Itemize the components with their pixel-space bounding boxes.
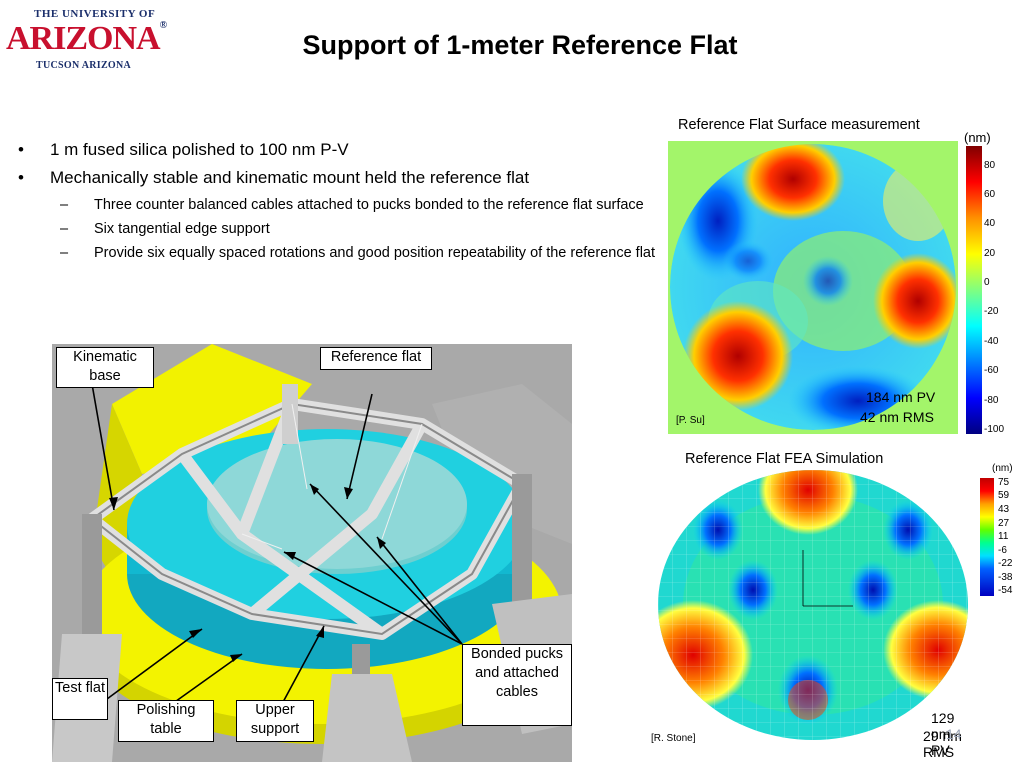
logo-top-line: THE UNIVERSITY OF [34,8,156,20]
slide-title: Support of 1-meter Reference Flat [302,30,738,60]
fea-colorbar-tick: 43 [998,504,1010,515]
surface-colorbar-tick: -80 [984,395,999,406]
kinematic-base-label: Kinematic base [56,347,154,388]
logo-bottom-line: TUCSON ARIZONA [36,60,132,71]
fea-colorbar-tick: -6 [998,545,1007,556]
surface-colorbar-tick: 80 [984,160,996,171]
bullet-item: 1 m fused silica polished to 100 nm P-V [14,140,664,160]
logo-wordmark: ARIZONA® [6,20,167,57]
surface-colorbar-tick: -20 [984,306,999,317]
fea-colorbar-tick: 27 [998,518,1010,529]
bullet-item: Mechanically stable and kinematic mount … [14,168,664,188]
surface-measurement-caption: Reference Flat Surface measurement [678,117,920,133]
upper-support-label: Upper support [236,700,314,742]
surface-measurement-map: 184 nm PV 42 nm RMS [P. Su] [668,141,958,434]
surface-pv-value: 184 nm PV [866,389,936,405]
sub-bullet-item: Three counter balanced cables attached t… [14,196,664,214]
surface-colorbar-tick: -100 [984,424,1005,435]
fea-colorbar-tick: 59 [998,490,1010,501]
fea-pv-value: 129 nm PV [931,710,955,758]
surface-colorbar-tick: 40 [984,218,996,229]
surface-rms-value: 42 nm RMS [860,409,934,425]
surface-colorbar-tick: 0 [984,277,990,288]
fea-colorbar [980,478,994,596]
surface-map-graphic [670,144,956,430]
university-logo: THE UNIVERSITY OF ARIZONA® TUCSON ARIZON… [4,4,167,71]
fea-map-graphic [658,470,968,740]
reference-flat-label: Reference flat [320,347,432,370]
surface-colorbar-tick: -40 [984,336,999,347]
kinematic-mount-figure: Kinematic base Reference flat Bonded puc… [52,344,572,762]
page-number: 14 [946,726,962,742]
sub-bullet-item: Provide six equally spaced rotations and… [14,244,664,262]
fea-colorbar-tick: -22 [998,558,1013,569]
fea-colorbar-tick: 11 [998,531,1009,542]
fea-caption: Reference Flat FEA Simulation [685,451,884,467]
sub-bullet-item: Six tangential edge support [14,220,664,238]
polishing-table-label: Polishing table [118,700,214,742]
fea-credit: [R. Stone] [651,733,696,744]
surface-credit: [P. Su] [676,415,705,426]
fea-colorbar-tick: -38 [998,572,1013,583]
surface-colorbar-tick: 60 [984,189,996,200]
fea-colorbar-tick: -54 [998,585,1013,596]
fea-simulation-map: 129 nm PV 29 nm RMS [658,470,968,760]
fea-unit-label: (nm) [992,463,1013,474]
bullet-list: 1 m fused silica polished to 100 nm P-V … [14,140,664,268]
surface-unit-label: (nm) [964,130,991,145]
fea-colorbar-tick: 75 [998,477,1010,488]
surface-colorbar [966,146,982,434]
bonded-pucks-label: Bonded pucks and attached cables [462,644,572,726]
surface-colorbar-tick: -60 [984,365,999,376]
test-flat-label: Test flat [52,678,108,720]
surface-colorbar-tick: 20 [984,248,996,259]
fea-rms-value: 29 nm RMS [923,728,962,760]
